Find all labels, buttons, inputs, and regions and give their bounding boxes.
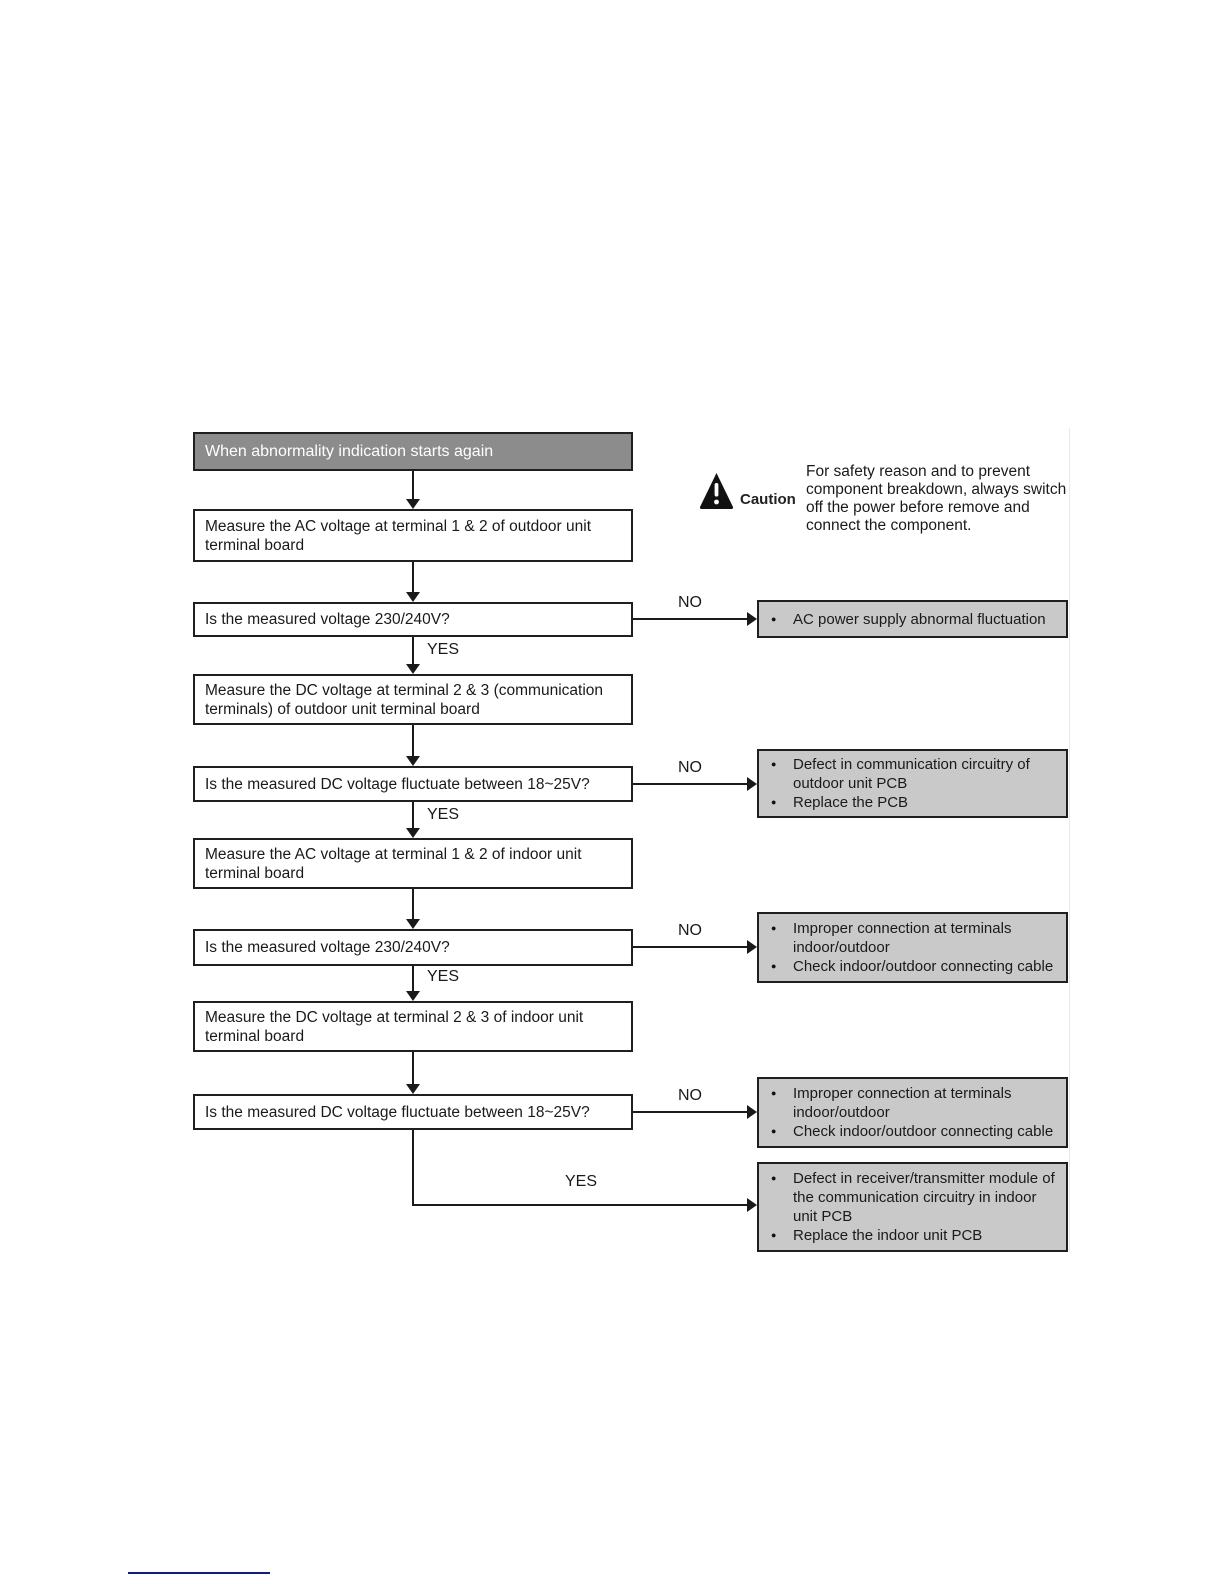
caution-text: For safety reason and to prevent compone… [806,463,1067,534]
result-text: Check indoor/outdoor connecting cable [793,958,1054,975]
flow-arrow-down-icon [406,965,420,1001]
flow-arrow-right-icon [633,777,757,791]
decision-box-3-text: Is the measured voltage 230/240V? [205,939,450,956]
caution-warning-icon [699,472,734,510]
result-text: Improper connection at terminals indoor/… [793,1085,1012,1121]
result-item: ● Replace the indoor unit PCB [771,1226,1062,1245]
decision-box-1: Is the measured voltage 230/240V? [193,602,633,637]
no-label: NO [678,759,702,776]
yes-label: YES [427,641,460,658]
bullet-icon: ● [771,923,777,933]
bullet-icon: ● [771,1173,777,1183]
result-text: Replace the indoor unit PCB [793,1227,983,1244]
process-box-4: Measure the DC voltage at terminal 2 & 3… [193,1001,633,1052]
result-text: Replace the PCB [793,794,909,811]
flow-arrow-down-icon [406,1052,420,1094]
result-item: ● Defect in communication circuitry of o… [771,755,1062,793]
result-box-3: ● Improper connection at terminals indoo… [757,912,1068,983]
flow-arrow-down-icon [406,725,420,766]
result-box-5: ● Defect in receiver/transmitter module … [757,1162,1068,1252]
bullet-icon: ● [771,1126,777,1136]
bullet-icon: ● [771,1230,777,1240]
flow-arrow-down-icon [406,637,420,674]
flow-arrow-down-icon [406,471,420,509]
no-label: NO [678,922,702,939]
decision-box-4-text: Is the measured DC voltage fluctuate bet… [205,1103,590,1121]
flow-arrow-down-icon [406,562,420,602]
decision-box-4: Is the measured DC voltage fluctuate bet… [193,1094,633,1130]
bullet-icon: ● [771,1088,777,1098]
result-item: ● Improper connection at terminals indoo… [771,1084,1062,1122]
flow-arrow-right-icon [412,1198,757,1212]
footer-underline [128,1572,270,1574]
decision-box-3: Is the measured voltage 230/240V? [193,929,633,966]
no-label: NO [678,594,702,611]
process-box-2-text: Measure the DC voltage at terminal 2 & 3… [205,681,604,718]
result-item: ● Replace the PCB [771,793,1062,812]
result-item: ● Improper connection at terminals indoo… [771,919,1062,957]
result-item: ● Check indoor/outdoor connecting cable [771,1122,1062,1141]
flow-arrow-down-icon [406,889,420,929]
result-text: Defect in communication circuitry of out… [793,756,1030,792]
process-box-1: Measure the AC voltage at terminal 1 & 2… [193,509,633,562]
result-text: AC power supply abnormal fluctuation [793,610,1046,628]
result-text: Improper connection at terminals indoor/… [793,920,1012,956]
decision-box-1-text: Is the measured voltage 230/240V? [205,611,450,628]
scan-edge-line [1069,428,1070,1252]
start-box: When abnormality indication starts again [193,432,633,471]
decision-box-2: Is the measured DC voltage fluctuate bet… [193,766,633,802]
flow-arrow-right-icon [633,612,757,626]
flow-arrow-right-icon [633,940,757,954]
result-text: Defect in receiver/transmitter module of… [793,1170,1055,1225]
process-box-2: Measure the DC voltage at terminal 2 & 3… [193,674,633,725]
flow-line-vertical [412,1130,414,1206]
yes-label: YES [565,1173,598,1190]
caution-label: Caution [740,491,796,508]
bullet-icon: ● [771,613,777,624]
flow-arrow-down-icon [406,802,420,838]
result-item: ● AC power supply abnormal fluctuation [771,610,1062,629]
result-text: Check indoor/outdoor connecting cable [793,1123,1054,1140]
process-box-3: Measure the AC voltage at terminal 1 & 2… [193,838,633,889]
process-box-4-text: Measure the DC voltage at terminal 2 & 3… [205,1008,584,1045]
process-box-3-text: Measure the AC voltage at terminal 1 & 2… [205,845,582,882]
bullet-icon: ● [771,961,777,971]
bullet-icon: ● [771,759,777,769]
bullet-icon: ● [771,797,777,807]
yes-label: YES [427,806,460,823]
result-box-2: ● Defect in communication circuitry of o… [757,749,1068,818]
start-box-text: When abnormality indication starts again [205,443,494,460]
no-label: NO [678,1087,702,1104]
result-box-4: ● Improper connection at terminals indoo… [757,1077,1068,1148]
process-box-1-text: Measure the AC voltage at terminal 1 & 2… [205,517,592,554]
decision-box-2-text: Is the measured DC voltage fluctuate bet… [205,775,590,793]
result-item: ● Check indoor/outdoor connecting cable [771,957,1062,976]
flow-arrow-right-icon [633,1105,757,1119]
yes-label: YES [427,968,460,985]
result-box-1: ● AC power supply abnormal fluctuation [757,600,1068,638]
result-item: ● Defect in receiver/transmitter module … [771,1169,1062,1226]
